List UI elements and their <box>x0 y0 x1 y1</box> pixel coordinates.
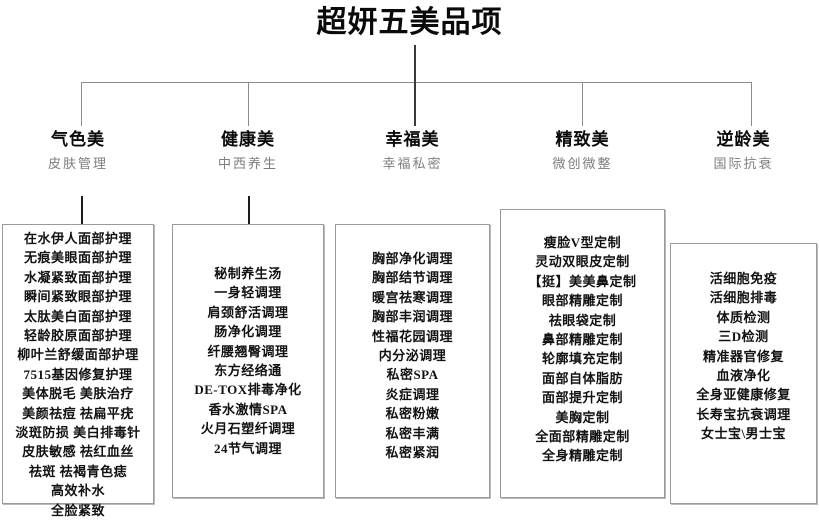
category-box-5[interactable] <box>670 243 817 504</box>
list-item[interactable]: 7515基因修复护理 <box>23 366 133 382</box>
category-subtitle-1: 皮肤管理 <box>47 156 108 171</box>
list-item[interactable]: 三D检测 <box>718 329 769 345</box>
list-item[interactable]: 一身轻调理 <box>214 285 282 301</box>
list-item[interactable]: 长寿宝抗衰调理 <box>696 406 791 422</box>
list-item[interactable]: 炎症调理 <box>385 386 440 402</box>
list-item[interactable]: 眼部精雕定制 <box>541 293 623 309</box>
list-item[interactable]: 暖宫祛寒调理 <box>371 289 453 305</box>
category-header-5[interactable]: 逆龄美 国际抗衰 <box>670 126 817 174</box>
list-item[interactable]: 祛眼袋定制 <box>548 312 617 328</box>
list-item[interactable]: 在水伊人面部护理 <box>23 231 132 246</box>
category-title-3: 幸福美 <box>385 130 440 149</box>
list-item[interactable]: 私密SPA <box>386 367 439 383</box>
category-title-4: 精致美 <box>555 130 610 149</box>
category-box-3[interactable] <box>335 224 490 498</box>
category-title-5: 逆龄美 <box>716 130 771 149</box>
category-box-2[interactable] <box>172 224 324 498</box>
category-subtitle-4: 微创微整 <box>552 156 613 171</box>
list-item[interactable]: 面部自体脂肪 <box>541 370 623 386</box>
category-head-group-2: 健康美 中西养生 <box>172 126 324 174</box>
list-item[interactable]: 瞬间紧致眼部护理 <box>23 289 132 305</box>
list-item[interactable]: 淡斑防损 美白排毒针 <box>15 425 141 441</box>
list-item[interactable]: 全身亚健康修复 <box>696 387 791 403</box>
list-item[interactable]: 美体脱毛 美肤治疗 <box>22 386 134 402</box>
page-title: 超妍五美品项 <box>316 6 503 39</box>
list-item[interactable]: 私密紧润 <box>385 445 440 461</box>
connector-drop-4 <box>582 82 583 126</box>
category-header-2[interactable]: 健康美 中西养生 <box>172 126 324 174</box>
list-item[interactable]: 轮廓填充定制 <box>541 351 623 367</box>
list-item[interactable]: 无痕美眼面部护理 <box>23 250 132 266</box>
list-item[interactable]: 活细胞免疫 <box>709 271 778 286</box>
list-item[interactable]: 秘制养生汤 <box>214 266 282 281</box>
list-item[interactable]: 【挺】美美鼻定制 <box>528 273 637 289</box>
list-item[interactable]: 胸部丰润调理 <box>371 309 453 325</box>
category-title-2: 健康美 <box>221 130 275 149</box>
item-list-4: 瘦脸V型定制灵动双眼皮定制【挺】美美鼻定制眼部精雕定制祛眼袋定制鼻部精雕定制轮廓… <box>500 233 665 466</box>
list-item[interactable]: 灵动双眼皮定制 <box>535 254 630 270</box>
connector-drop-2 <box>248 82 249 126</box>
list-item[interactable]: 私密丰满 <box>385 425 440 441</box>
list-item[interactable]: DE-TOX排毒净化 <box>194 382 302 398</box>
list-item[interactable]: 纤腰翘臀调理 <box>207 343 289 359</box>
category-subtitle-5: 国际抗衰 <box>713 156 774 171</box>
list-item[interactable]: 瘦脸V型定制 <box>543 235 622 250</box>
category-head-group-5: 逆龄美 国际抗衰 <box>670 126 817 174</box>
list-item[interactable]: 24节气调理 <box>213 440 282 456</box>
list-item[interactable]: 轻龄胶原面部护理 <box>23 328 132 344</box>
category-head-group-4: 精致美 微创微整 <box>500 126 665 174</box>
connector-drop-1 <box>81 82 82 126</box>
category-header-1[interactable]: 气色美 皮肤管理 <box>2 126 154 174</box>
list-item[interactable]: 高效补水 <box>50 483 105 499</box>
category-subtitle-2: 中西养生 <box>217 156 278 171</box>
item-list-3: 胸部净化调理胸部结节调理暖宫祛寒调理胸部丰润调理性福花园调理内分泌调理私密SPA… <box>335 249 490 462</box>
list-item[interactable]: 太肽美白面部护理 <box>23 308 132 324</box>
connector-root-stem <box>414 45 416 83</box>
list-item[interactable]: 面部提升定制 <box>541 390 623 406</box>
list-item[interactable]: 水凝紧致面部护理 <box>23 269 132 285</box>
list-item[interactable]: 肩颈舒活调理 <box>207 304 289 320</box>
category-subtitle-3: 幸福私密 <box>382 156 443 171</box>
connector-drop-5 <box>751 82 752 126</box>
list-item[interactable]: 全面部精雕定制 <box>535 429 630 445</box>
list-item[interactable]: 美胸定制 <box>555 409 610 425</box>
connector-stub-2 <box>248 196 250 224</box>
item-list-5: 活细胞免疫活细胞排毒体质检测三D检测精准器官修复血液净化全身亚健康修复长寿宝抗衰… <box>670 269 817 444</box>
list-item[interactable]: 私密粉嫩 <box>385 406 440 422</box>
connector-stub-1 <box>81 196 83 224</box>
item-list-1: 在水伊人面部护理无痕美眼面部护理水凝紧致面部护理瞬间紧致眼部护理太肽美白面部护理… <box>2 229 154 520</box>
list-item[interactable]: 活细胞排毒 <box>709 290 778 306</box>
list-item[interactable]: 全身精雕定制 <box>541 448 623 464</box>
list-item[interactable]: 皮肤敏感 祛红血丝 <box>22 444 134 460</box>
item-list-2: 秘制养生汤一身轻调理肩颈舒活调理肠净化调理纤腰翘臀调理东方经络通 DE-TOX排毒… <box>172 264 324 458</box>
list-item[interactable]: 胸部结节调理 <box>371 270 453 286</box>
list-item[interactable]: 柳叶兰舒缓面部护理 <box>17 347 139 363</box>
list-item[interactable]: 美颜祛痘 祛扁平疣 <box>22 405 134 421</box>
list-item[interactable]: 祛斑 祛褐青色痣 <box>28 463 128 479</box>
category-box-4[interactable] <box>500 209 665 498</box>
list-item[interactable]: 火月石塑纤调理 <box>200 421 296 437</box>
list-item[interactable]: 肠净化调理 <box>214 324 282 340</box>
category-header-4[interactable]: 精致美 微创微整 <box>500 126 665 174</box>
list-item[interactable]: 性福花园调理 <box>371 328 453 344</box>
list-item[interactable]: 鼻部精雕定制 <box>541 332 623 348</box>
list-item[interactable]: 体质检测 <box>716 309 771 325</box>
list-item[interactable]: 女士宝\男士宝 <box>700 426 787 442</box>
list-item[interactable]: 胸部净化调理 <box>371 251 453 266</box>
category-title-1: 气色美 <box>51 130 105 149</box>
list-item[interactable]: 东方经络通 <box>214 363 282 379</box>
connector-horizontal-bus <box>81 82 752 83</box>
list-item[interactable]: 血液净化 <box>716 368 771 384</box>
list-item[interactable]: 精准器官修复 <box>702 348 784 364</box>
list-item[interactable]: 内分泌调理 <box>378 348 447 364</box>
category-header-3[interactable]: 幸福美 幸福私密 <box>335 126 490 174</box>
connector-drop-3 <box>414 82 416 126</box>
list-item[interactable]: 香水激情SPA <box>208 401 288 417</box>
category-box-1[interactable] <box>2 224 154 504</box>
category-head-group-3: 幸福美 幸福私密 <box>335 126 490 174</box>
category-head-group-1: 气色美 皮肤管理 <box>2 126 154 174</box>
